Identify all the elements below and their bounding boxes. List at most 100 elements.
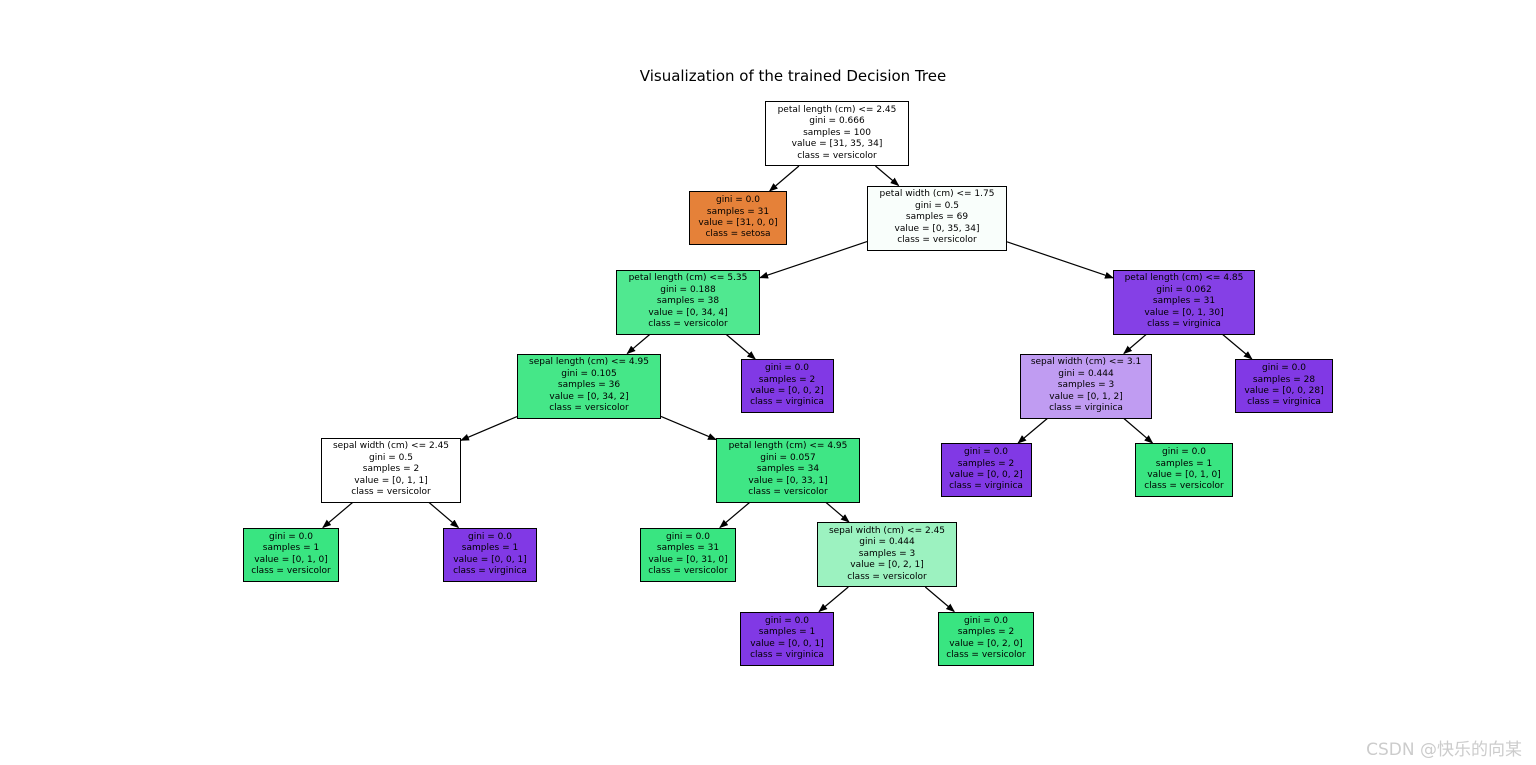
figure-title: Visualization of the trained Decision Tr… <box>639 67 947 85</box>
tree-edge-n8-n12 <box>825 502 850 523</box>
node-text-line: gini = 0.0 <box>468 531 512 542</box>
node-text-line: samples = 1 <box>461 543 519 554</box>
node-text-line: petal length (cm) <= 5.35 <box>628 273 748 284</box>
node-text-line: petal width (cm) <= 1.75 <box>879 189 995 200</box>
node-text-line: samples = 1 <box>1155 458 1213 469</box>
tree-edge-n3-n5 <box>626 334 651 355</box>
node-text-line: class = versicolor <box>648 319 728 330</box>
node-text-line: value = [0, 2, 0] <box>949 638 1023 649</box>
node-text-line: value = [0, 34, 2] <box>549 391 629 402</box>
node-text-line: value = [31, 35, 34] <box>791 139 883 150</box>
node-text-line: value = [0, 1, 2] <box>1049 391 1123 402</box>
node-text-line: samples = 3 <box>1057 380 1115 391</box>
node-text-line: gini = 0.666 <box>809 116 865 127</box>
node-text-line: value = [31, 0, 0] <box>698 218 778 228</box>
node-text-line: samples = 31 <box>706 206 770 217</box>
node-text-line: samples = 2 <box>362 464 420 475</box>
tree-edge-n2-n3 <box>759 241 868 279</box>
tree-edge-n7-n9 <box>322 502 353 529</box>
node-text-line: value = [0, 1, 1] <box>354 475 428 486</box>
node-text-line: gini = 0.0 <box>1262 363 1306 374</box>
node-text-line: samples = 3 <box>858 548 916 559</box>
tree-edge-n5-n8 <box>660 415 717 441</box>
node-text-line: value = [0, 0, 2] <box>949 470 1023 480</box>
node-text-line: gini = 0.0 <box>964 615 1008 626</box>
node-text-line: value = [0, 34, 4] <box>648 307 728 318</box>
watermark: CSDN @快乐的向某 <box>1366 740 1522 760</box>
node-text-line: class = versicolor <box>897 235 977 246</box>
node-text-line: value = [0, 31, 0] <box>648 554 728 565</box>
node-text-line: samples = 100 <box>803 127 871 138</box>
node-text-line: value = [0, 35, 34] <box>894 223 980 234</box>
node-text-line: value = [0, 0, 1] <box>750 638 824 649</box>
node-text-line: value = [0, 1, 30] <box>1144 307 1224 318</box>
node-text-line: gini = 0.062 <box>1156 284 1212 295</box>
node-text-line: samples = 38 <box>656 296 720 307</box>
tree-edge-n0-n1 <box>768 165 800 192</box>
tree-edge-n13-n18 <box>1123 418 1154 444</box>
tree-edge-n12-n15 <box>818 586 849 613</box>
node-text-line: sepal width (cm) <= 2.45 <box>332 441 450 452</box>
node-text-line: gini = 0.444 <box>859 537 915 548</box>
tree-edge-n2-n4 <box>1006 241 1114 279</box>
node-text-line: petal length (cm) <= 4.85 <box>1124 273 1244 284</box>
tree-edge-n12-n16 <box>924 586 955 613</box>
node-text-line: value = [0, 2, 1] <box>850 560 924 571</box>
node-text-line: gini = 0.0 <box>1162 447 1206 458</box>
node-text-line: value = [0, 33, 1] <box>748 475 828 486</box>
node-text-line: class = versicolor <box>351 487 431 498</box>
node-text-line: samples = 2 <box>758 374 816 385</box>
node-text-line: gini = 0.0 <box>765 363 809 374</box>
node-text-line: value = [0, 1, 0] <box>1147 470 1221 480</box>
node-text-line: class = versicolor <box>251 565 331 576</box>
node-text-line: class = virginica <box>1049 403 1123 414</box>
node-text-line: gini = 0.5 <box>915 200 959 211</box>
node-text-line: class = virginica <box>949 481 1023 492</box>
node-text-line: gini = 0.188 <box>660 284 716 295</box>
tree-edge-n4-n13 <box>1123 334 1147 355</box>
node-text-line: samples = 69 <box>905 212 969 223</box>
node-text-line: class = versicolor <box>648 565 728 576</box>
node-text-line: samples = 31 <box>1152 296 1216 307</box>
node-text-line: sepal width (cm) <= 3.1 <box>1030 357 1142 368</box>
node-text-line: samples = 1 <box>262 543 320 554</box>
tree-edge-n4-n14 <box>1222 334 1253 360</box>
node-text-line: gini = 0.0 <box>666 531 710 542</box>
node-text-line: samples = 36 <box>557 380 621 391</box>
tree-edge-n0-n2 <box>875 165 900 187</box>
node-text-line: value = [0, 0, 2] <box>750 386 824 396</box>
node-text-line: gini = 0.105 <box>561 368 617 379</box>
node-text-line: class = versicolor <box>549 403 629 414</box>
tree-edge-n7-n10 <box>428 502 460 529</box>
node-text-line: samples = 28 <box>1252 374 1316 385</box>
node-text-line: samples = 2 <box>957 627 1015 638</box>
node-text-line: gini = 0.0 <box>765 615 809 626</box>
node-text-line: samples = 34 <box>756 464 820 475</box>
node-text-line: class = versicolor <box>797 150 877 161</box>
node-text-line: gini = 0.444 <box>1058 368 1114 379</box>
node-text-line: value = [0, 0, 28] <box>1244 386 1324 396</box>
node-text-line: petal length (cm) <= 4.95 <box>728 441 848 452</box>
node-text-line: value = [0, 0, 1] <box>453 554 527 565</box>
node-text-line: class = setosa <box>705 229 771 240</box>
tree-edge-n8-n11 <box>719 502 750 529</box>
